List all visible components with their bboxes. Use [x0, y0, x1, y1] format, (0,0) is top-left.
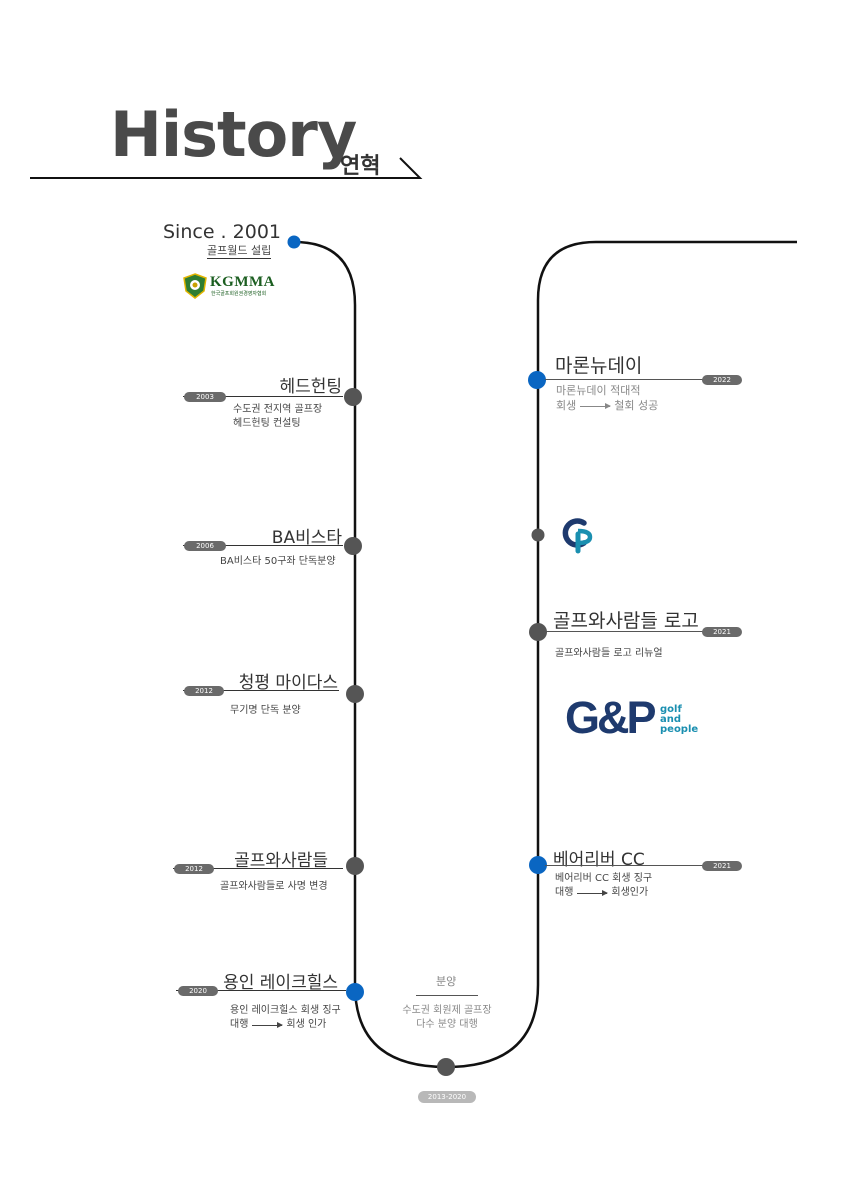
event-desc-bunyang-2: 다수 분양 대행	[416, 1019, 478, 1030]
arrow-to-label: 회생 인가	[286, 1019, 327, 1030]
arrow-from-label: 대행	[555, 887, 574, 898]
gnp-tagline-and: and	[660, 714, 682, 725]
kgmma-name: KGMMA	[210, 274, 275, 290]
header-underline	[30, 157, 423, 179]
event-desc-marron: 마론뉴데이 적대적	[556, 384, 641, 397]
dot-gp-mark	[531, 528, 545, 542]
event-rule-golfpeople	[173, 868, 343, 869]
dot-cheongpyeong	[346, 685, 364, 703]
year-badge-2012-b: 2012	[174, 864, 214, 874]
arrow-right-icon	[577, 889, 609, 896]
page-title: History	[110, 98, 357, 171]
event-desc-since-2001: 골프월드 설립	[207, 244, 272, 259]
event-rule-bearriver	[545, 865, 741, 866]
event-title-logo: 골프와사람들 로고	[553, 610, 699, 632]
gnp-tagline: golf and people	[660, 705, 698, 735]
event-desc-golfpeople: 골프와사람들로 사명 변경	[220, 881, 328, 892]
gnp-tagline-people: people	[660, 724, 699, 735]
event-rule-ba-vista	[183, 545, 343, 546]
year-badge-2012-a: 2012	[184, 686, 224, 696]
dot-yongin	[346, 983, 364, 1001]
event-title-since-2001: Since . 2001	[163, 221, 281, 243]
event-rule-headhunting	[183, 396, 343, 397]
arrow-from-label: 회생	[556, 399, 577, 412]
dot-marron	[528, 371, 546, 389]
event-title-cheongpyeong: 청평 마이다스	[238, 673, 338, 693]
event-desc-bearriver: 베어리버 CC 회생 징구	[555, 873, 653, 884]
arrow-from-label: 대행	[230, 1019, 249, 1030]
kgmma-tagline: 한국골프회원권경영자협회	[211, 291, 267, 297]
event-rule-marron	[545, 379, 741, 380]
kgmma-emblem-icon	[183, 273, 207, 299]
timeline-dots	[287, 235, 547, 1076]
dot-bearriver	[529, 856, 547, 874]
event-title-bunyang: 분양	[436, 975, 457, 988]
event-arrow-row-marron: 회생 철회 성공	[556, 399, 658, 413]
year-badge-2022: 2022	[702, 375, 742, 385]
event-desc-headhunting-2: 헤드헌팅 컨설팅	[233, 418, 301, 429]
kgmma-logo: KGMMA 한국골프회원권경영자협회	[183, 272, 283, 302]
gp-mark-logo	[562, 518, 593, 554]
year-badge-2021-a: 2021	[702, 627, 742, 637]
dot-since-2001	[287, 235, 301, 249]
gnp-tagline-golf: golf	[660, 704, 682, 715]
event-desc-headhunting-1: 수도권 전지역 골프장	[233, 404, 323, 415]
event-title-headhunting: 헤드헌팅	[279, 377, 342, 397]
event-desc-cheongpyeong: 무기명 단독 분양	[230, 705, 301, 716]
dot-logo	[529, 623, 547, 641]
event-arrow-row-bearriver: 대행 회생인가	[555, 886, 648, 900]
event-title-ba-vista: BA비스타	[271, 528, 342, 548]
year-badge-2013-2020: 2013-2020	[418, 1091, 476, 1103]
gnp-logo: G&P golf and people	[565, 693, 705, 749]
year-badge-2006: 2006	[184, 541, 226, 551]
arrow-right-icon	[252, 1021, 284, 1028]
event-rule-logo	[545, 631, 741, 632]
event-rule-bunyang	[416, 995, 478, 996]
event-title-marron: 마론뉴데이	[555, 355, 643, 377]
event-title-golfpeople: 골프와사람들	[234, 851, 328, 871]
event-arrow-row-yongin: 대행 회생 인가	[230, 1018, 326, 1032]
arrow-to-label: 회생인가	[611, 887, 649, 898]
year-badge-2021-b: 2021	[702, 861, 742, 871]
gnp-wordmark: G&P	[565, 692, 656, 743]
dot-bottom	[437, 1058, 455, 1076]
event-title-bearriver: 베어리버 CC	[553, 850, 645, 870]
dot-ba-vista	[344, 537, 362, 555]
event-title-yongin: 용인 레이크힐스	[223, 973, 338, 993]
event-desc-yongin: 용인 레이크힐스 회생 징구	[230, 1005, 341, 1016]
event-desc-ba-vista: BA비스타 50구좌 단독분양	[220, 556, 336, 567]
year-badge-2003: 2003	[184, 392, 226, 402]
event-desc-logo: 골프와사람들 로고 리뉴얼	[555, 648, 663, 659]
event-desc-bunyang-1: 수도권 회원제 골프장	[402, 1005, 492, 1016]
year-badge-2020: 2020	[178, 986, 218, 996]
event-rule-yongin	[176, 990, 346, 991]
arrow-to-label: 철회 성공	[614, 399, 659, 412]
arrow-right-icon	[580, 402, 612, 409]
page-subtitle: 연혁	[340, 154, 381, 179]
event-rule-cheongpyeong	[183, 690, 339, 691]
dot-headhunting	[344, 388, 362, 406]
dot-golfpeople	[346, 857, 364, 875]
